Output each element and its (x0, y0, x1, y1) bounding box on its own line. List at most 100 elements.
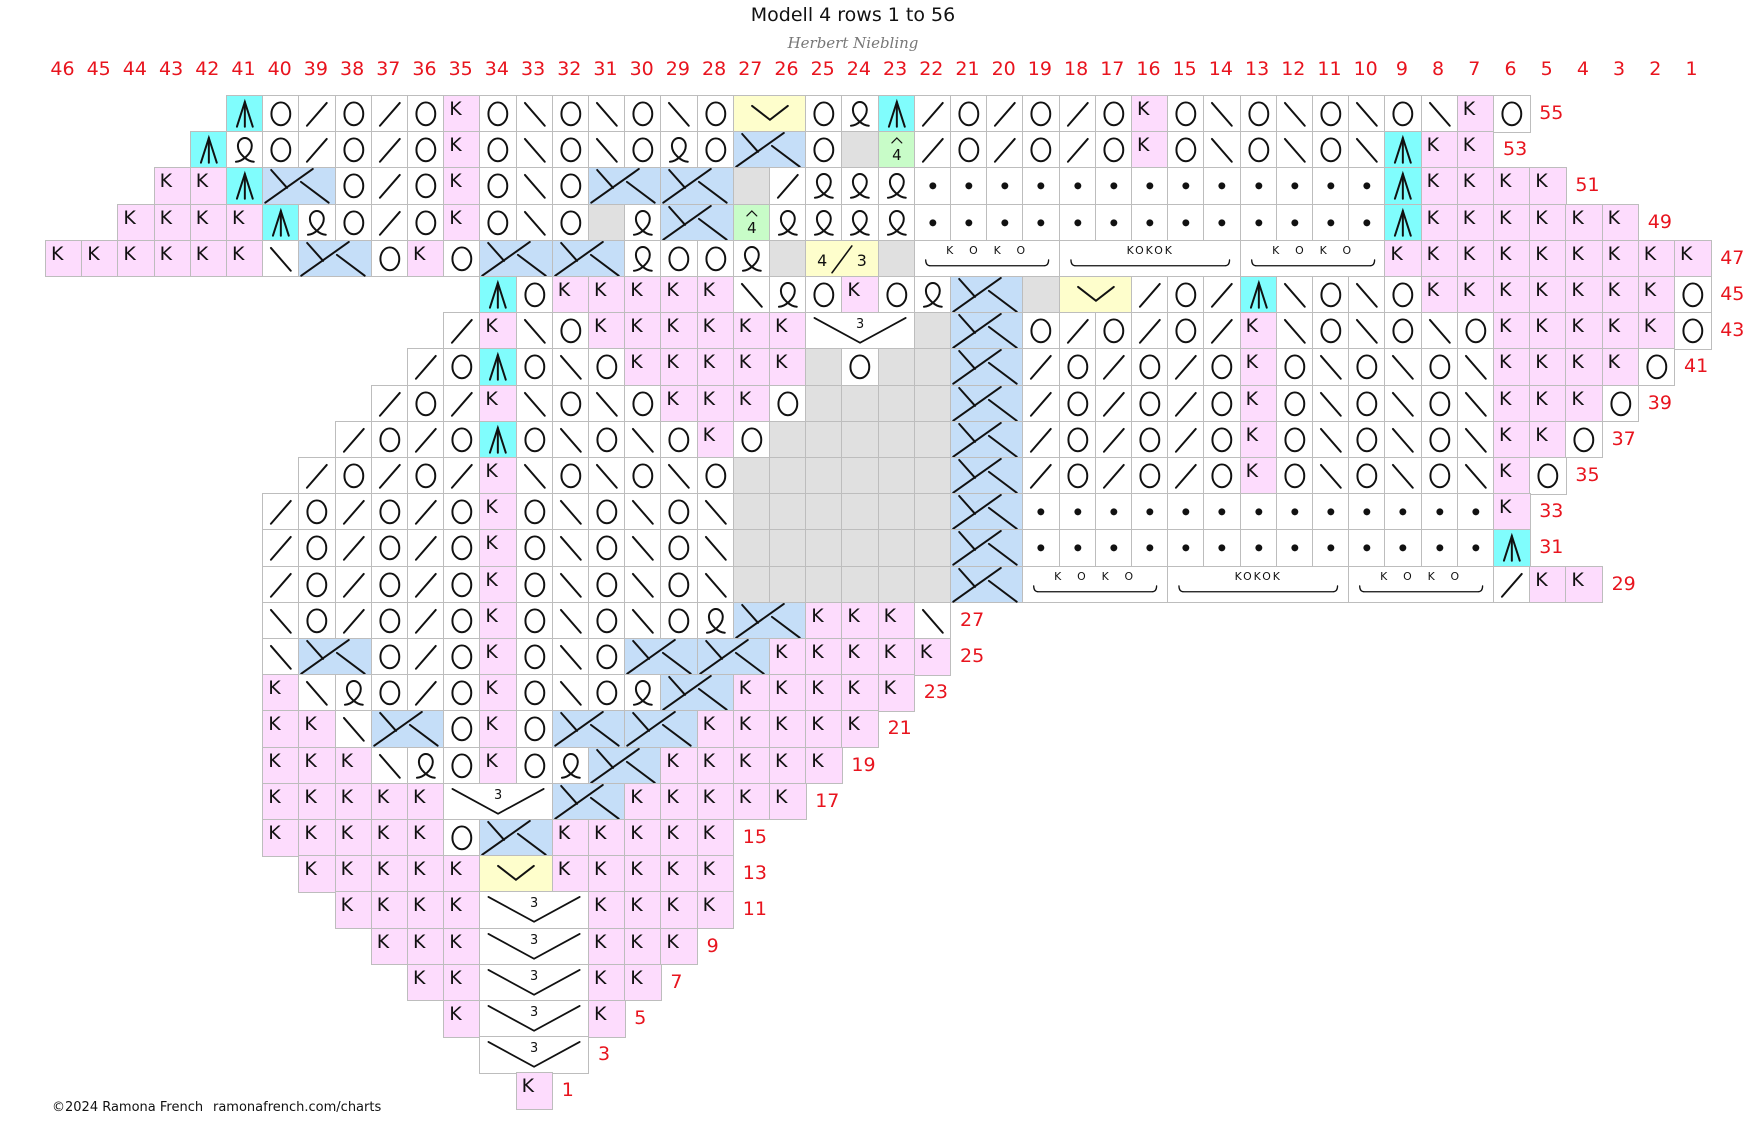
yarn-over-cell (732, 420, 771, 459)
k-symbol: K (232, 242, 245, 265)
k-symbol: K (1137, 134, 1150, 157)
k-symbol: K (268, 749, 281, 772)
cable-cross-icon (373, 711, 439, 748)
yarn-over-icon (596, 499, 618, 525)
k-symbol: K (1643, 279, 1657, 301)
k2tog-cell (370, 167, 409, 206)
yarn-over-icon (270, 101, 292, 127)
column-number: 13 (1245, 58, 1270, 80)
ssk-cell (1203, 131, 1242, 169)
k-symbol: K (1571, 242, 1584, 265)
double-decrease-cell (1384, 167, 1423, 206)
purl-dot-cell (1239, 493, 1278, 531)
k-symbol: K (702, 785, 716, 808)
yarn-over-cell (1022, 95, 1061, 133)
double-decrease-icon (235, 98, 254, 128)
double-decrease-cell (1384, 131, 1423, 169)
yarn-over-icon (632, 137, 654, 163)
k2tog-icon (921, 101, 944, 127)
cable-cross-cell (950, 457, 1024, 495)
row-number: 29 (1611, 572, 1636, 595)
knit-tbl-cell: K (588, 819, 626, 857)
column-number: 40 (267, 58, 292, 80)
k-symbol: K (449, 170, 462, 193)
knit-tbl-cell: K (1529, 167, 1567, 206)
knit-tbl-cell: K (334, 782, 373, 821)
knit-tbl-cell: K (1529, 276, 1567, 314)
knit-tbl-cell: K (588, 963, 626, 1002)
yarn-over-icon (451, 535, 473, 561)
k-symbol: K (630, 785, 643, 808)
ssk-icon (559, 500, 582, 525)
twisted-loop-cell (841, 203, 880, 242)
knit-tbl-cell: K (660, 276, 699, 314)
purl-dot-icon (929, 182, 937, 190)
knit-tbl-cell: K (696, 348, 735, 387)
row-number: 53 (1503, 138, 1528, 161)
yarn-over-cell (624, 95, 662, 133)
yarn-over-cell (1456, 312, 1495, 350)
column-number: 37 (376, 58, 401, 80)
ssk-cell (696, 529, 735, 568)
k-symbol: K (775, 641, 788, 663)
k-symbol: K (775, 677, 788, 700)
yarn-over-cell (443, 710, 481, 749)
knit-tbl-cell: K (1601, 276, 1640, 314)
knit-tbl-cell: K (1493, 312, 1531, 350)
cable-cross-icon (626, 639, 692, 675)
k2tog-cell (1167, 420, 1205, 459)
knit-tbl-cell: K (1637, 276, 1676, 314)
purl-dot-icon (1037, 218, 1045, 226)
cable-cross-icon (264, 168, 330, 205)
k2tog-icon (1102, 355, 1125, 381)
knit-tbl-cell: K (443, 891, 481, 930)
purl-dot-cell (1239, 529, 1278, 568)
no-stitch-cell (769, 493, 807, 531)
knit-tbl-cell: K (443, 1000, 481, 1038)
k-symbol: K (666, 749, 679, 772)
purl-dot-icon (1218, 218, 1226, 226)
purl-dot-icon (965, 182, 973, 190)
ssk-icon (270, 644, 292, 670)
yarn-over-icon (596, 427, 618, 453)
k-symbol: K (1499, 170, 1512, 193)
yarn-over-cell (298, 601, 337, 640)
yarn-over-cell (298, 529, 337, 568)
purl-dot-icon (1182, 182, 1190, 190)
cable-cross-cell (732, 131, 807, 169)
column-number: 46 (50, 58, 75, 80)
k-symbol: K (666, 315, 679, 338)
cable-cross-cell (950, 529, 1024, 568)
k-symbol: K (449, 966, 462, 989)
k-symbol: K (1643, 315, 1657, 338)
knit-tbl-cell: K (1456, 131, 1495, 169)
svg-text:K O K O: K O K O (1380, 569, 1462, 582)
yarn-over-cell (624, 131, 662, 169)
yarn-over-icon (379, 608, 401, 634)
knit-tbl-cell: K (370, 819, 409, 857)
k-symbol: K (268, 785, 281, 808)
purl-dot-icon (1001, 218, 1009, 226)
purl-dot-icon (965, 218, 973, 226)
ssk-icon (270, 246, 292, 272)
k-symbol: K (666, 785, 679, 808)
cable-cross-icon (952, 385, 1018, 422)
yarn-over-icon (1211, 427, 1233, 453)
ssk-icon (1464, 355, 1487, 381)
k2tog-icon (1030, 391, 1053, 417)
knit-tbl-cell: K (1456, 203, 1495, 242)
purl-dot-cell (1167, 529, 1205, 568)
svg-text:4: 4 (817, 251, 827, 270)
k-symbol: K (630, 315, 643, 338)
no-stitch-cell (732, 457, 771, 495)
yarn-over-cell (660, 420, 699, 459)
website-link[interactable]: ramonafrench.com/charts (213, 1100, 382, 1115)
k2tog-cell (1493, 565, 1531, 604)
yarn-over-cell (334, 203, 373, 242)
three-into-one-cell: 3 (805, 312, 916, 350)
yarn-over-cell (515, 674, 554, 712)
cable-cross-cell (950, 384, 1024, 423)
no-stitch-cell (841, 457, 880, 495)
knit-tbl-cell: K (1529, 312, 1567, 350)
yarn-over-cell (1384, 312, 1423, 350)
